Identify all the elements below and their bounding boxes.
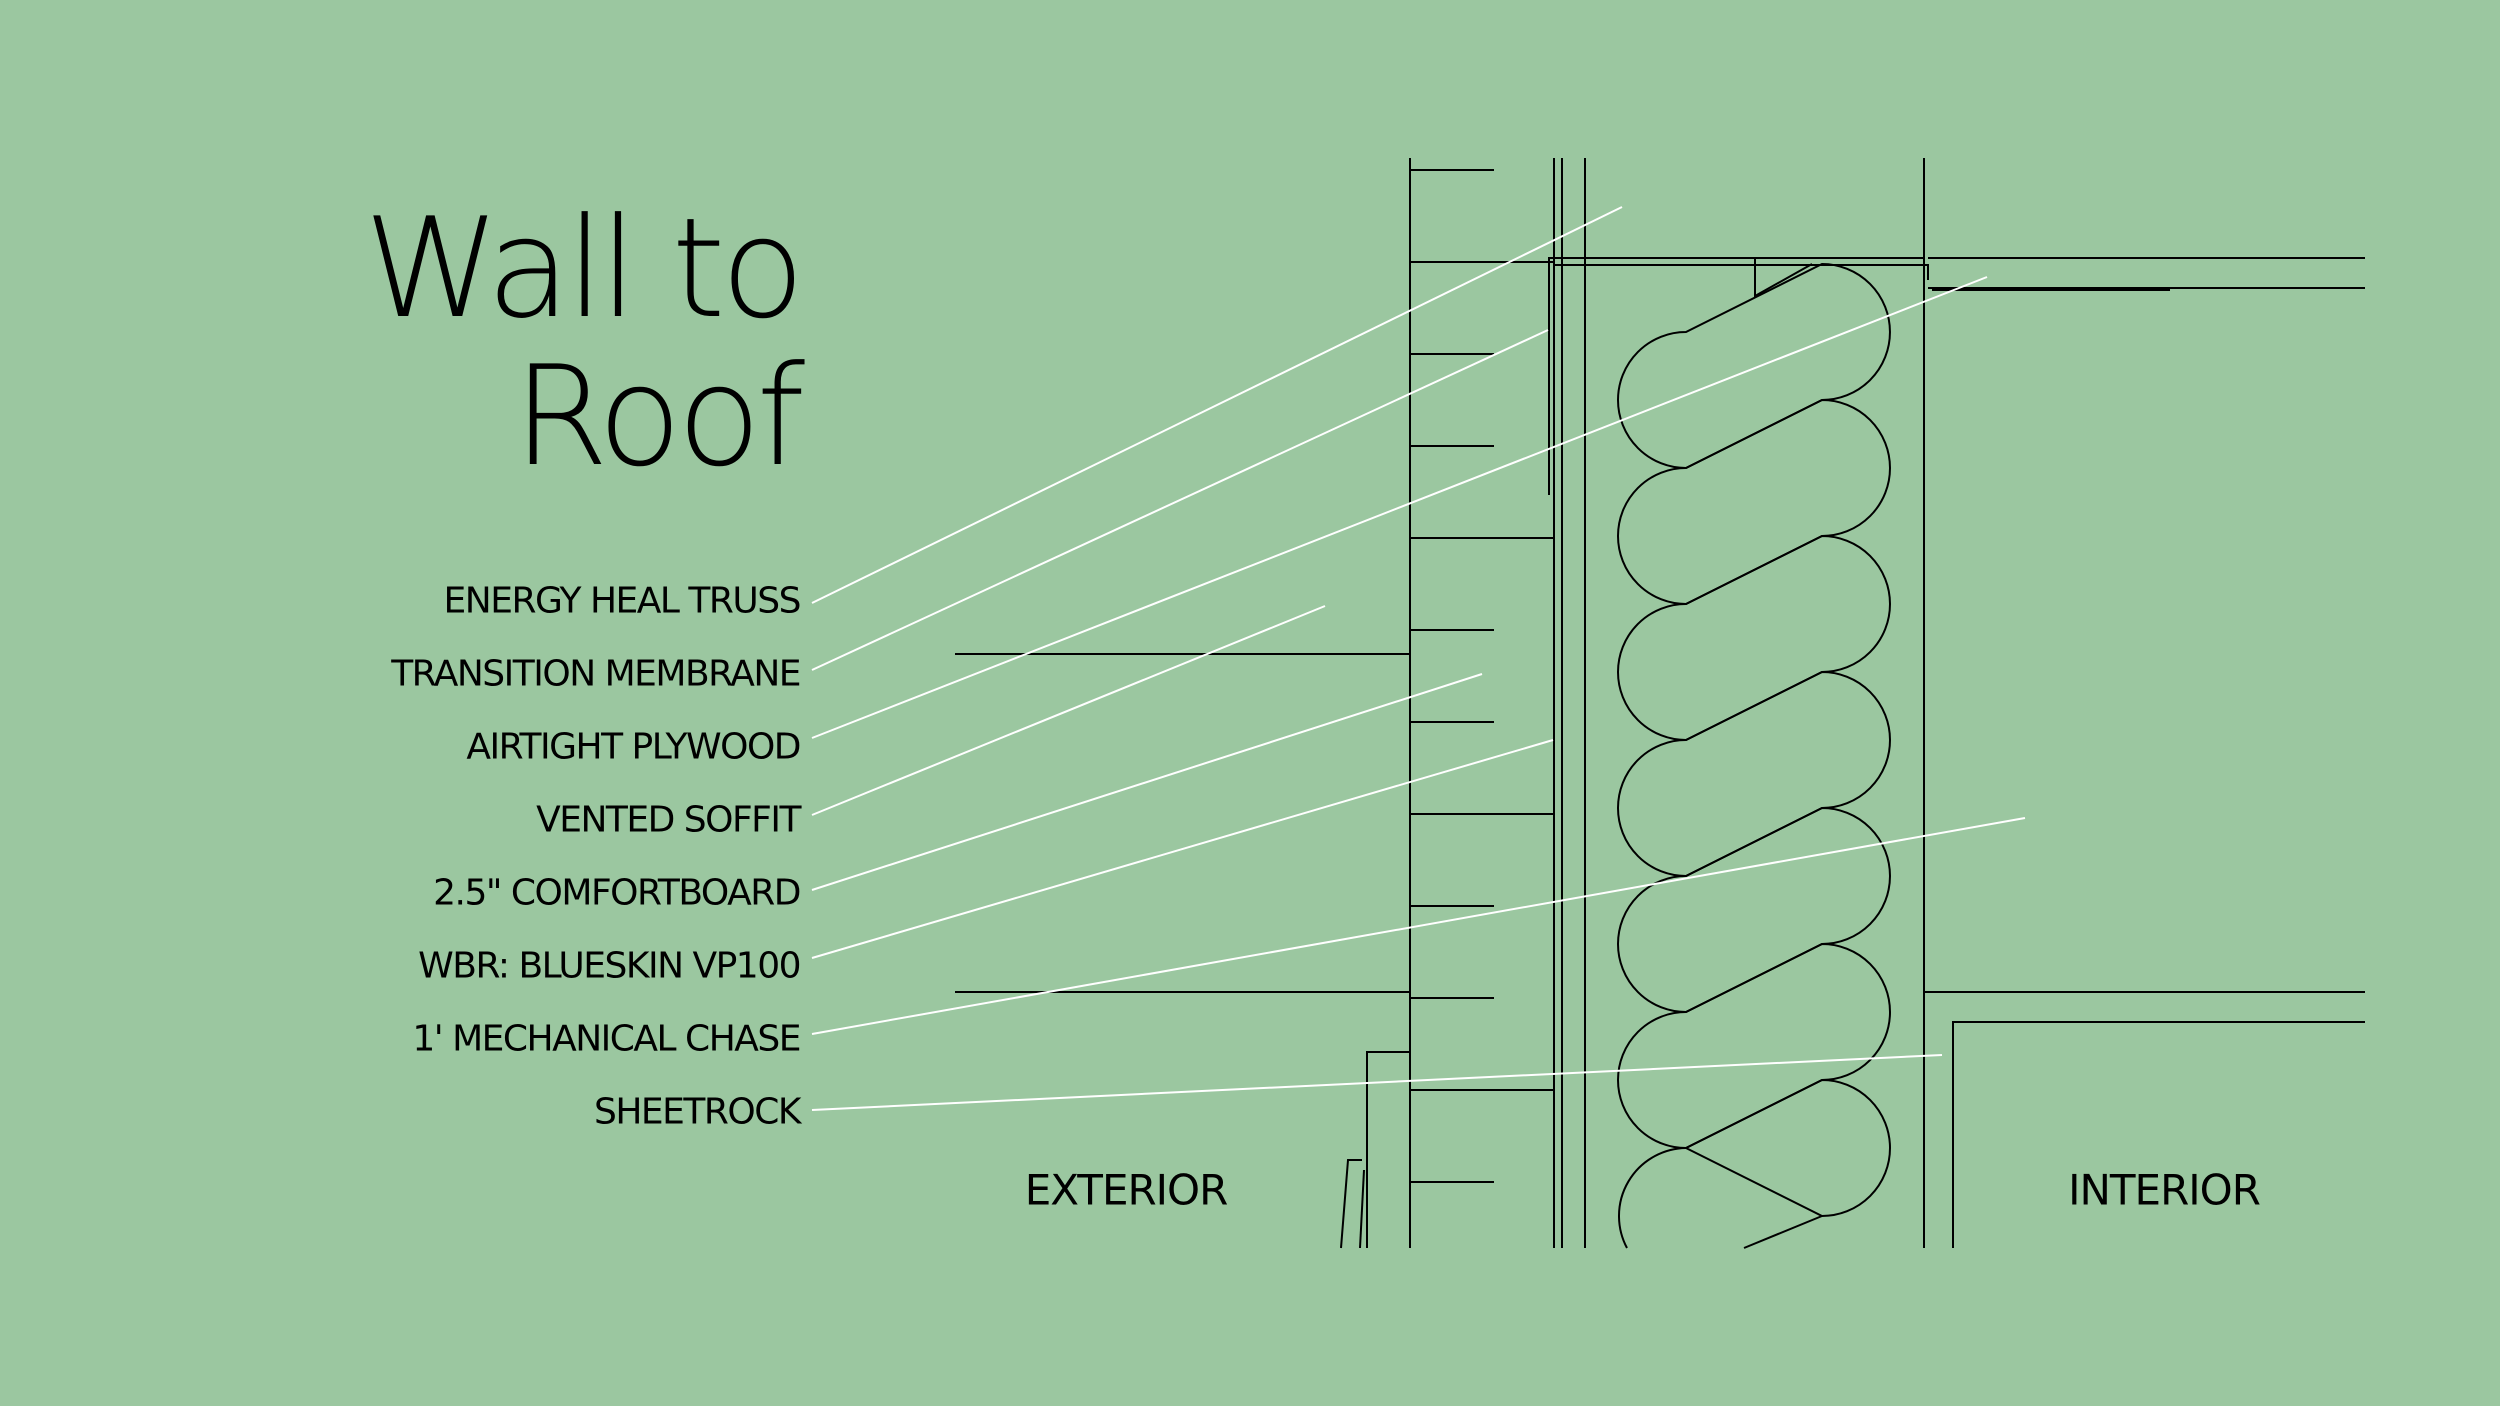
slide-title: Wall to Roof — [363, 188, 805, 497]
leader-energy-heal-truss — [811, 206, 1623, 604]
exterior-label: EXTERIOR — [1024, 1165, 1229, 1215]
callout-mechanical-chase: 1' MECHANICAL CHASE — [412, 1018, 801, 1060]
section-linework — [955, 158, 2365, 1249]
callout-blueskin: WBR: BLUESKIN VP100 — [418, 945, 801, 987]
leader-lines — [811, 206, 2026, 1111]
callout-vented-soffit: VENTED SOFFIT — [536, 799, 801, 841]
callout-airtight-plywood: AIRTIGHT PLYWOOD — [466, 726, 801, 768]
leader-blueskin — [811, 739, 1554, 959]
callout-energy-heal-truss: ENERGY HEAL TRUSS — [443, 580, 802, 622]
title-line-2: Roof — [512, 336, 805, 497]
leader-vented-soffit — [811, 605, 1326, 816]
leader-mechanical-chase — [811, 817, 2026, 1035]
leader-sheetrock — [811, 1054, 1943, 1111]
leader-airtight-plywood — [811, 276, 1988, 739]
title-line-1: Wall to — [363, 188, 805, 349]
callout-sheetrock: SHEETROCK — [594, 1091, 802, 1133]
interior-label: INTERIOR — [2068, 1165, 2261, 1215]
callout-transition-membrane: TRANSITION MEMBRANE — [391, 653, 801, 695]
leader-comfortboard — [811, 673, 1483, 891]
leader-transition-membrane — [811, 329, 1549, 671]
callout-comfortboard: 2.5" COMFORTBOARD — [433, 872, 801, 914]
